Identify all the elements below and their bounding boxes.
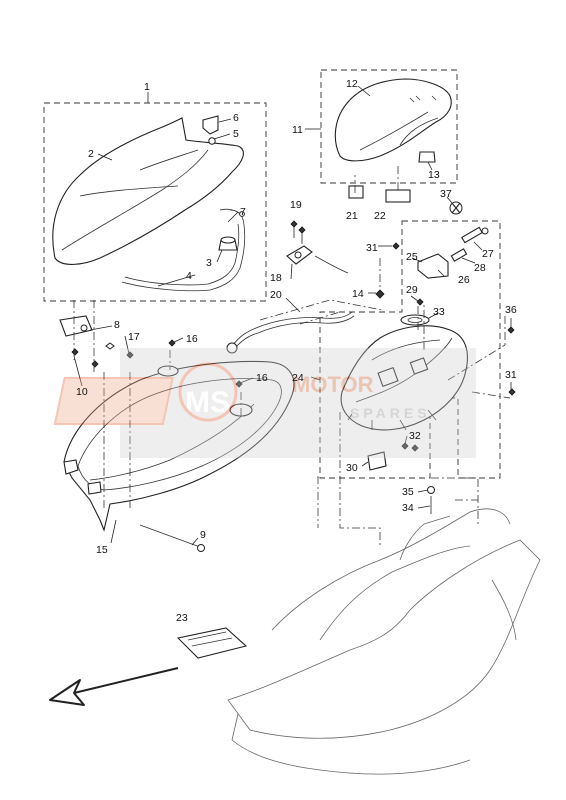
nut-10b <box>91 360 99 368</box>
box-boss-left <box>157 365 179 377</box>
watermark: MS MOTOR SPARES <box>53 348 476 458</box>
callout-32: 32 <box>409 430 421 442</box>
seat <box>52 117 244 265</box>
watermark-brand-suffix: SPARES <box>350 405 431 421</box>
callout-12: 12 <box>346 78 358 90</box>
bolt-16a <box>168 339 176 347</box>
seat-stopper <box>418 151 436 163</box>
callout-28: 28 <box>474 262 486 274</box>
latch-bracket <box>417 253 449 279</box>
callout-15: 15 <box>96 544 108 556</box>
callout-34: 34 <box>402 502 414 514</box>
screw-19a <box>290 220 298 228</box>
callout-7: 7 <box>240 206 246 218</box>
callout-29: 29 <box>406 284 418 296</box>
callout-23: 23 <box>176 612 188 624</box>
seat-lock-cable <box>231 311 353 347</box>
callout-8: 8 <box>114 319 120 331</box>
callout-25: 25 <box>406 251 418 263</box>
callout-10: 10 <box>76 386 88 398</box>
seat-trim-band <box>121 209 246 292</box>
seat-seam-lower <box>79 185 179 197</box>
callout-2: 2 <box>88 148 94 160</box>
seat-label <box>385 189 411 203</box>
callout-26: 26 <box>458 274 470 286</box>
callout-11: 11 <box>292 124 303 136</box>
seat-seam <box>61 149 209 251</box>
owners-manual <box>176 627 248 659</box>
box-hinge-right <box>87 481 102 495</box>
callout-24: 24 <box>292 372 304 384</box>
watermark-logo: MS <box>185 386 230 419</box>
nut-10a <box>71 348 79 356</box>
latch-spring-28 <box>450 248 468 262</box>
callout-35: 35 <box>402 486 414 498</box>
callout-13: 13 <box>428 169 440 181</box>
callout-19: 19 <box>290 199 302 211</box>
callout-9: 9 <box>200 529 206 541</box>
callout-21: 21 <box>346 210 358 222</box>
clip-30 <box>367 451 387 471</box>
nut-14 <box>375 289 385 299</box>
callout-16b: 16 <box>256 372 268 384</box>
screw-19b <box>298 226 306 234</box>
callout-22: 22 <box>374 210 386 222</box>
hinge-plate-8 <box>59 315 93 337</box>
callout-5: 5 <box>233 128 239 140</box>
seat-group-box <box>43 102 267 302</box>
box-hinge-left <box>63 459 79 475</box>
seat-variant <box>334 78 452 162</box>
bolt-9 <box>139 524 201 548</box>
callout-labels: 1 2 3 4 5 6 7 8 9 10 11 12 13 14 15 16 1… <box>76 78 517 624</box>
callout-4: 4 <box>186 270 192 282</box>
seat-emblem <box>348 185 364 199</box>
callout-1: 1 <box>144 81 150 93</box>
front-direction-arrow-icon <box>49 667 179 706</box>
callout-18: 18 <box>270 272 282 284</box>
callout-6: 6 <box>233 112 239 124</box>
callout-33: 33 <box>433 306 445 318</box>
washer-35 <box>427 486 435 494</box>
callout-17: 17 <box>128 331 140 343</box>
grommet-33 <box>400 314 430 326</box>
callout-14: 14 <box>352 288 364 300</box>
bolt-5 <box>208 137 216 145</box>
screw-36 <box>507 326 515 334</box>
rear-storage-tray <box>340 325 468 431</box>
bolt-31b <box>508 388 516 396</box>
screw-32 <box>401 442 409 450</box>
callout-20: 20 <box>270 289 282 301</box>
callout-36: 36 <box>505 304 517 316</box>
screw-29 <box>416 298 424 306</box>
callout-3: 3 <box>206 257 212 269</box>
callout-37: 37 <box>440 188 452 200</box>
callout-31a: 31 <box>366 242 378 254</box>
bracket-6 <box>202 115 219 135</box>
bolt-31a <box>392 242 400 250</box>
watermark-brand: MOTOR <box>292 372 374 397</box>
callout-16a: 16 <box>186 333 198 345</box>
seat-variant-group-box <box>320 69 458 184</box>
seat-seam-upper <box>139 149 199 171</box>
callout-30: 30 <box>346 462 358 474</box>
callout-31b: 31 <box>505 369 517 381</box>
latch-bolt-27 <box>461 226 483 244</box>
scooter-body-ghost <box>227 539 541 739</box>
callout-27: 27 <box>482 248 494 260</box>
